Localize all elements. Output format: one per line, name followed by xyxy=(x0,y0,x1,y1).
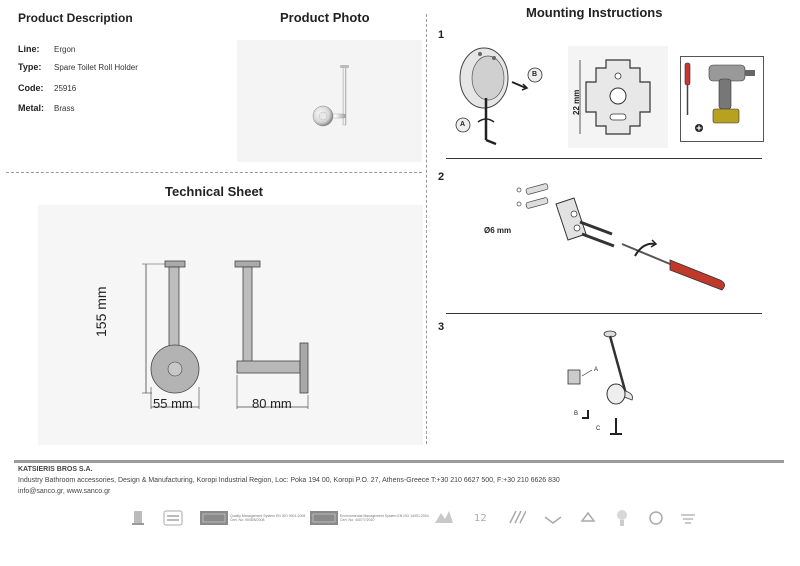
wall-plate-small-illustration xyxy=(567,369,581,385)
award-logo-5 xyxy=(614,508,630,528)
award-logo-4 xyxy=(578,508,598,528)
drill-tool-icon xyxy=(708,64,755,124)
screwdriver-tool-icon xyxy=(684,62,691,115)
iso-14001-number: Cert. No: 4407/7/2010 xyxy=(340,518,375,522)
code-value: 25916 xyxy=(54,84,77,93)
callout-a-label: A xyxy=(460,121,466,128)
height-dimension: 155 mm xyxy=(93,286,109,337)
callout-b-label: B xyxy=(532,71,538,78)
svg-text:12: 12 xyxy=(474,513,487,524)
iso-9001-logo: Quality Management System EN ISO 9001:20… xyxy=(200,508,305,528)
product-photo-title: Product Photo xyxy=(280,10,370,25)
toilet-roll-holder-photo xyxy=(312,65,349,127)
plate-height-dimension: 22 mm xyxy=(572,89,581,115)
divider-left-horizontal xyxy=(6,172,422,173)
iso-9001-text: Quality Management System EN ISO 9001:20… xyxy=(230,514,306,518)
step-2-illustration xyxy=(480,178,760,306)
quality-badge-logo xyxy=(163,508,183,528)
footer-separator xyxy=(14,460,784,463)
divider-vertical xyxy=(426,14,427,444)
step-1-rule xyxy=(446,158,762,159)
company-name: KATSIERIS BROS S.A. xyxy=(18,466,93,473)
iso-14001-logo: Environmental Management System EN ISO 1… xyxy=(310,508,429,528)
award-logo-7 xyxy=(678,508,698,528)
screws-illustration xyxy=(579,220,615,248)
step-3-callout-a: A xyxy=(594,367,599,373)
wall-plugs-illustration xyxy=(516,183,549,209)
holder-assembly-illustration xyxy=(603,330,633,405)
metal-value: Brass xyxy=(54,104,75,113)
width-dimension: 55 mm xyxy=(153,396,193,411)
front-view-drawing xyxy=(142,260,200,409)
product-photo xyxy=(237,40,422,162)
step-1-plate-illustration xyxy=(568,46,668,148)
line-value: Ergon xyxy=(54,45,76,54)
add-icon xyxy=(695,124,703,132)
step-3-illustration xyxy=(560,322,650,444)
product-description-title: Product Description xyxy=(18,11,133,25)
step-3-number: 3 xyxy=(438,321,445,333)
depth-dimension: 80 mm xyxy=(252,396,292,411)
award-logo-1 xyxy=(433,508,455,528)
screwdriver-illustration xyxy=(621,243,725,291)
iso-14001-text: Environmental Management System EN ISO 1… xyxy=(340,514,429,518)
company-contact: info@sanco.gr, www.sanco.gr xyxy=(18,488,111,495)
type-value: Spare Toilet Roll Holder xyxy=(54,63,138,72)
company-address: Industry Bathroom accessories, Design & … xyxy=(18,477,560,484)
step-2-rule xyxy=(446,313,762,314)
award-logo-6 xyxy=(648,508,664,528)
award-logo-3 xyxy=(543,508,563,528)
technical-sheet-title: Technical Sheet xyxy=(165,184,264,199)
step-3-callout-b: B xyxy=(574,411,579,417)
line-label: Line: xyxy=(18,44,40,54)
step-1-rose-illustration xyxy=(450,40,555,150)
type-label: Type: xyxy=(18,62,42,72)
code-label: Code: xyxy=(18,83,44,93)
metal-label: Metal: xyxy=(18,103,45,113)
step-2-number: 2 xyxy=(438,171,445,183)
step-1-number: 1 xyxy=(438,29,445,41)
mounting-plate-illustration xyxy=(555,197,587,241)
step-3-callout-c: C xyxy=(596,426,601,432)
iso-9001-number: Cert. No: 9008/5/2008 xyxy=(230,518,265,522)
drill-diameter-label: Ø6 mm xyxy=(484,226,512,235)
award-logo-2 xyxy=(508,508,526,528)
warranty-12-logo: 12 xyxy=(472,508,490,528)
technical-drawing xyxy=(38,205,423,445)
mounting-instructions-title: Mounting Instructions xyxy=(526,5,663,20)
side-view-drawing xyxy=(234,260,309,409)
tools-box xyxy=(680,56,764,142)
hotels-logo xyxy=(131,508,145,528)
